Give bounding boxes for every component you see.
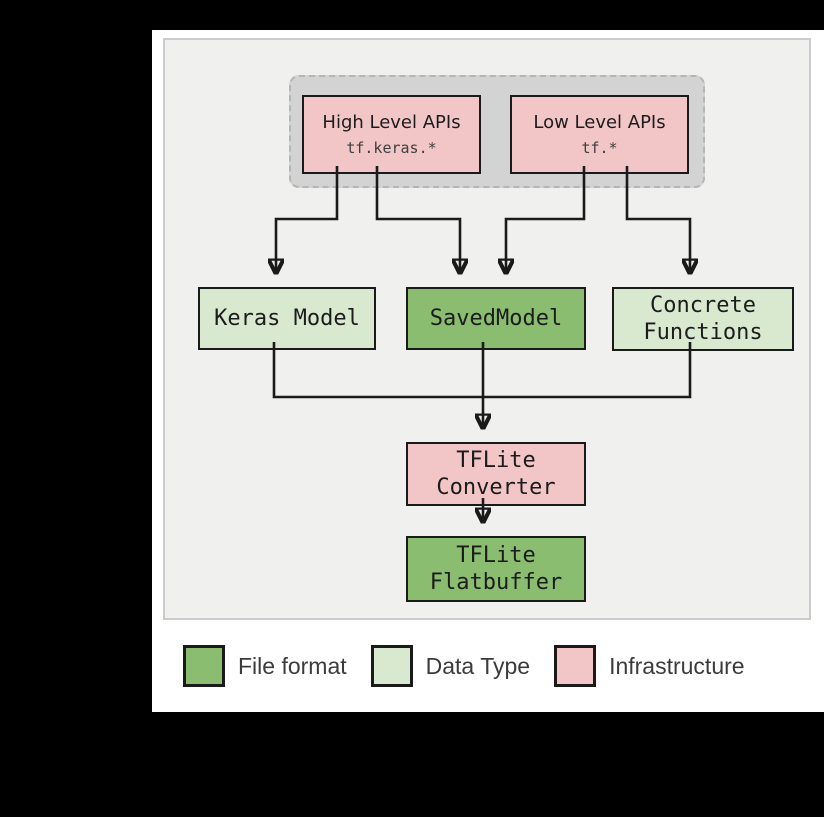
low-level-apis-subtitle: tf.* <box>581 138 618 157</box>
tflite-converter-label: TFLite Converter <box>436 447 556 501</box>
saved-model-label: SavedModel <box>429 305 563 331</box>
high-level-apis-subtitle: tf.keras.* <box>346 138 437 157</box>
infrastructure-label: Infrastructure <box>609 652 745 679</box>
legend-item-file-format: File format <box>183 645 347 687</box>
concrete-functions-label: Concrete Functions <box>643 292 763 346</box>
node-tflite-flatbuffer: TFLite Flatbuffer <box>406 536 586 602</box>
legend: File format Data Type Infrastructure <box>183 642 745 690</box>
node-low-level-apis: Low Level APIs tf.* <box>510 95 689 174</box>
tflite-flatbuffer-label: TFLite Flatbuffer <box>429 542 563 596</box>
node-high-level-apis: High Level APIs tf.keras.* <box>302 95 481 174</box>
node-saved-model: SavedModel <box>406 287 586 350</box>
data-type-label: Data Type <box>425 652 531 679</box>
legend-item-data-type: Data Type <box>370 645 531 687</box>
legend-item-infrastructure: Infrastructure <box>554 645 745 687</box>
keras-model-label: Keras Model <box>214 305 360 331</box>
infrastructure-swatch <box>554 645 597 687</box>
node-tflite-converter: TFLite Converter <box>406 442 586 506</box>
diagram-panel: High Level APIs tf.keras.* Low Level API… <box>152 30 824 712</box>
data-type-swatch <box>370 645 413 687</box>
file-format-label: File format <box>238 652 347 679</box>
low-level-apis-title: Low Level APIs <box>533 112 666 134</box>
file-format-swatch <box>183 645 225 687</box>
high-level-apis-title: High Level APIs <box>322 112 461 134</box>
diagram-area: High Level APIs tf.keras.* Low Level API… <box>163 38 811 620</box>
node-keras-model: Keras Model <box>198 287 376 350</box>
node-concrete-functions: Concrete Functions <box>612 287 794 351</box>
